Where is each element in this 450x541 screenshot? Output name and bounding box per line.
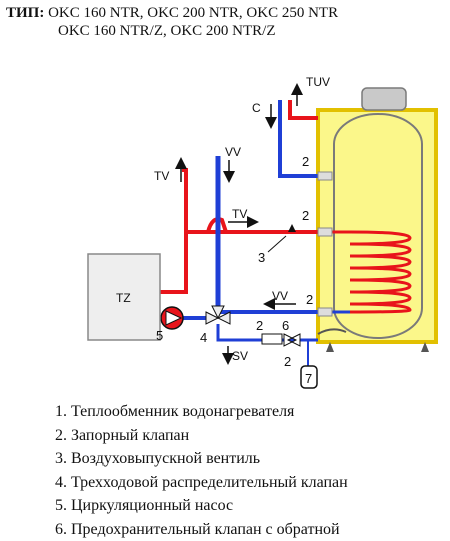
callout-2-drain: 2 [284, 354, 291, 369]
valve-coil-in [318, 228, 332, 236]
legend-item: 6. Предохранительный клапан с обратной [55, 518, 348, 541]
callout-4: 4 [200, 330, 207, 345]
callout-5: 5 [156, 328, 163, 343]
legend-item: 5. Циркуляционный насос [55, 494, 348, 518]
legend-item: 1. Теплообменник водонагревателя [55, 400, 348, 424]
piping-diagram: TUV C VV TV TV VV TZ SV 2 2 3 2 5 4 2 6 … [0, 0, 450, 400]
callout-6: 6 [282, 318, 289, 333]
legend-item: 3. Воздуховыпускной вентиль [55, 447, 348, 471]
label-vv-top: VV [225, 145, 241, 159]
callout-2-bottom: 2 [256, 318, 263, 333]
label-sv: SV [232, 349, 248, 363]
legend-list: 1. Теплообменник водонагревателя 2. Запо… [55, 400, 348, 541]
label-c: C [252, 101, 261, 115]
callout-2-mid: 2 [302, 208, 309, 223]
callout-3: 3 [258, 250, 265, 265]
heating-supply-pipe [160, 232, 318, 292]
tv-branch-pipe [182, 170, 186, 232]
label-vv-right: VV [272, 289, 288, 303]
three-way-valve [206, 306, 230, 324]
legend-item: 4. Трехходовой распределительный клапан [55, 471, 348, 495]
label-tz: TZ [116, 291, 131, 305]
air-vent-valve [288, 224, 296, 232]
label-tv-left: TV [154, 169, 169, 183]
legend-item: 2. Запорный клапан [55, 424, 348, 448]
tank-top-cover [362, 88, 406, 110]
callout-2-top: 2 [302, 154, 309, 169]
label-tuv: TUV [306, 75, 330, 89]
callout-2-right: 2 [306, 292, 313, 307]
label-tv-mid: TV [232, 207, 247, 221]
valve-coil-out [318, 308, 332, 316]
hot-water-outlet-pipe [290, 100, 318, 118]
shut-off-valve-bottom [262, 334, 282, 344]
callout-7: 7 [305, 371, 312, 386]
